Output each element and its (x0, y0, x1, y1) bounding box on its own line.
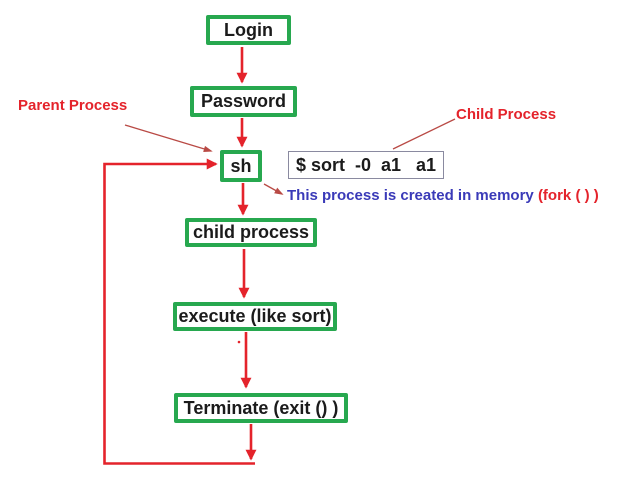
node-password: Password (190, 86, 297, 117)
memory-note: This process is created in memory (fork … (287, 187, 599, 204)
pointer-parent-process-to-sh (124, 124, 213, 152)
node-terminate: Terminate (exit () ) (174, 393, 348, 423)
pointer-child-process-to-sort-box (392, 118, 456, 150)
loop-back-to-sh (103, 158, 255, 465)
label-child-process: Child Process (456, 106, 557, 123)
memory-note-fork-text: (fork ( ) ) (537, 187, 599, 204)
stray-dot (237, 340, 241, 344)
pointer-sh-to-memory-note (263, 183, 284, 195)
label-parent-process: Parent Process (18, 97, 128, 114)
node-execute: execute (like sort) (173, 302, 337, 331)
node-login: Login (206, 15, 291, 45)
memory-note-blue-text: This process is created in memory (287, 187, 538, 204)
node-child-process: child process (185, 218, 317, 247)
node-sort-command: $ sort -0 a1 a1 (288, 151, 444, 179)
node-sh: sh (220, 150, 262, 182)
